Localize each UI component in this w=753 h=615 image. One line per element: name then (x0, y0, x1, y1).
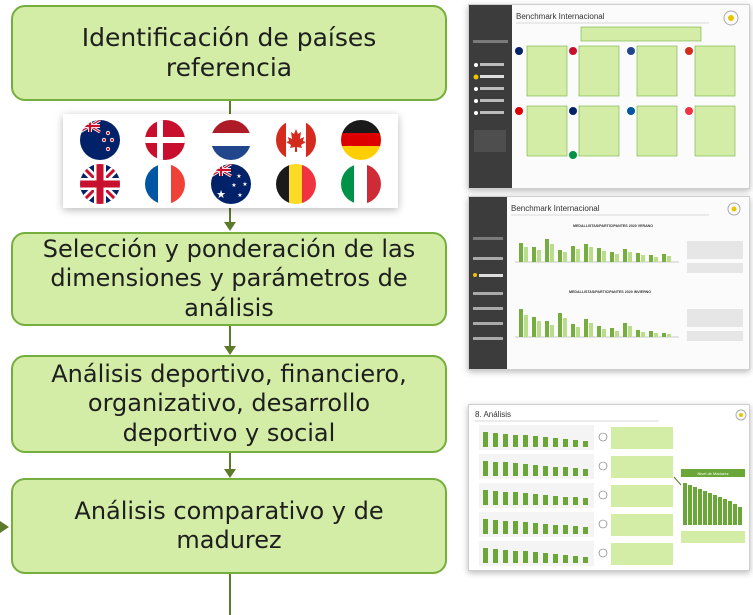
belgium-flag-icon (276, 164, 316, 204)
winter-bar-chart (515, 309, 679, 338)
step-3-line-2: organizativo, desarrollo (87, 389, 371, 418)
benchmark-2-title: Benchmark Internacional (511, 204, 600, 213)
step-4-line-2: madurez (176, 526, 282, 554)
svg-text:★: ★ (231, 182, 236, 189)
svg-text:★: ★ (216, 188, 226, 201)
connector-line-4 (229, 453, 231, 470)
step-3-line-3: deportivo y social (122, 418, 336, 447)
svg-text:★: ★ (236, 173, 241, 180)
arrow-head-3 (224, 469, 236, 478)
analysis-title: 8. Análisis (475, 410, 511, 419)
summer-bar-chart (515, 239, 679, 263)
france-flag-icon (145, 164, 185, 204)
arrow-head-1 (224, 222, 236, 231)
united-kingdom-flag-icon (80, 164, 120, 204)
step-country-identification: Identificación de países referencia (11, 5, 447, 101)
analysis-slide-thumbnail: 8. Análisis Nivel de Madu (468, 404, 750, 571)
connector-line-3 (229, 326, 231, 347)
step-dimension-selection: Selección y ponderación de las dimension… (11, 232, 447, 326)
new-zealand-flag-icon (80, 120, 120, 160)
netherlands-flag-icon (211, 120, 251, 160)
connector-line-5 (229, 574, 231, 615)
svg-text:★: ★ (242, 181, 247, 188)
step-1-line-1: Identificación de países (81, 22, 377, 52)
side-arrow-head (0, 521, 9, 533)
connector-line-1 (229, 101, 231, 114)
italy-flag-icon (341, 164, 381, 204)
step-2-line-2: dimensiones y parámetros de (50, 264, 408, 293)
step-4-line-1: Análisis comparativo y de (74, 496, 384, 525)
step-2-line-3: análisis (184, 293, 274, 322)
step-comparative-analysis: Análisis comparativo y de madurez (11, 478, 447, 574)
step-3-line-1: Análisis deportivo, financiero, (51, 360, 407, 389)
step-multidimensional-analysis: Análisis deportivo, financiero, organiza… (11, 355, 447, 453)
denmark-flag-icon (145, 120, 185, 160)
analysis-mini-charts (479, 425, 594, 566)
maturity-bar-chart (683, 483, 742, 525)
step-2-line-1: Selección y ponderación de las (42, 235, 416, 264)
step-1-line-2: referencia (165, 53, 293, 82)
benchmark-1-title: Benchmark Internacional (516, 12, 605, 21)
svg-text:★: ★ (237, 192, 242, 199)
germany-flag-icon (341, 120, 381, 160)
canada-flag-icon (276, 120, 316, 160)
arrow-head-2 (224, 346, 236, 355)
benchmark-slide-thumbnail-2: Benchmark Internacional MEDALLISTAS/PART… (468, 196, 750, 370)
chart-summer-title: MEDALLISTAS/PARTICIPANTES 2020 VERANO (573, 224, 653, 228)
benchmark-slide-thumbnail-1: Benchmark Internacional (468, 4, 750, 189)
maturity-chart-title: Nivel de Madurez (697, 471, 728, 476)
connector-line-2 (229, 208, 231, 223)
chart-winter-title: MEDALLISTAS/PARTICIPANTES 2020 INVIERNO (569, 290, 651, 294)
australia-flag-icon: ★★★★★ (211, 164, 251, 204)
flag-panel: ★★★★★ (63, 114, 398, 208)
